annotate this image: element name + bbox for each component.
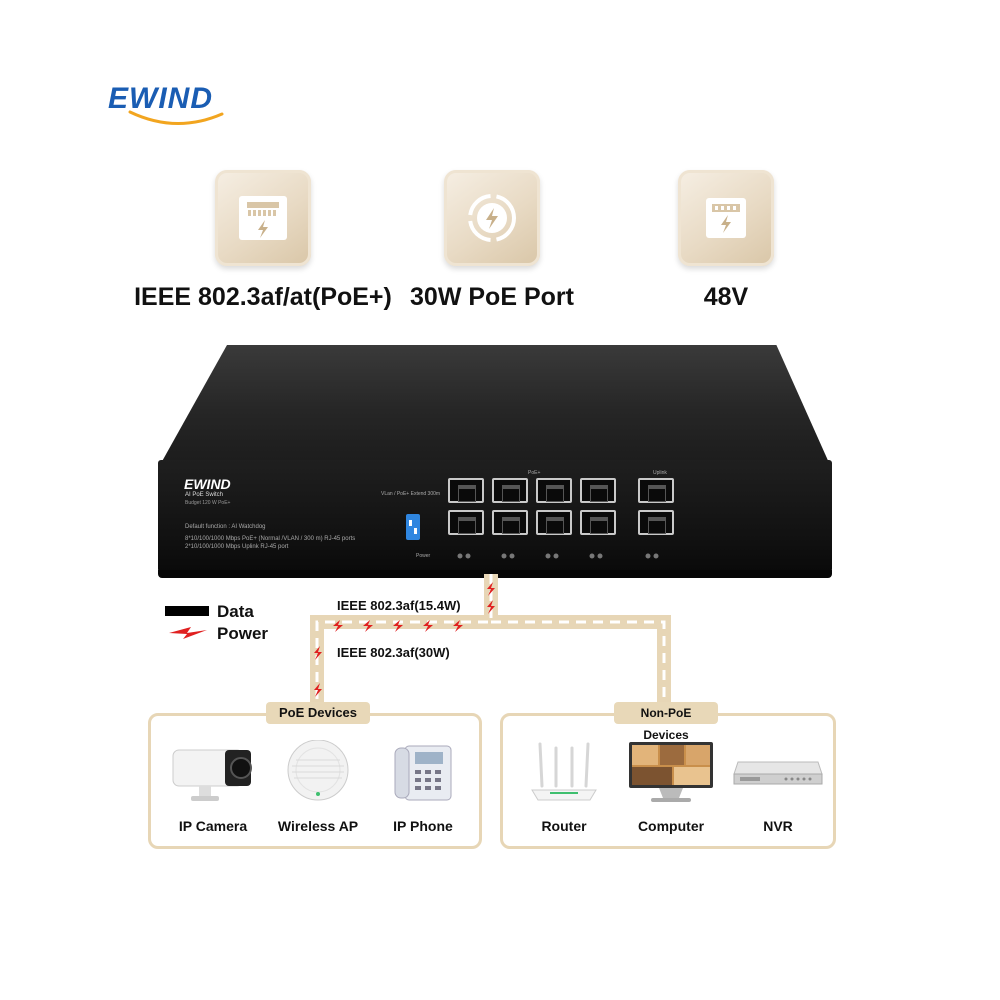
nvr-icon [733,761,823,785]
switch-spec-line: 2*10/100/1000 Mbps Uplink RJ-45 port [185,544,289,550]
poe-port[interactable] [536,478,572,503]
poe-port[interactable] [492,510,528,535]
switch-budget: Budget 120 W PoE+ [185,500,231,506]
legend-power-bolt-icon [169,627,207,639]
feature-label: 48V [703,283,749,311]
device-wireless-ap: Wireless AP [263,740,373,840]
standard-label-15w: IEEE 802.3af(15.4W) [337,598,461,613]
nonpoe-devices-title: Non-PoE Devices [614,702,718,742]
poe-devices-title: PoE Devices [266,702,370,724]
power-bolt-circle-icon [468,194,516,242]
device-ip-camera: IP Camera [158,740,268,840]
poe-port[interactable] [492,478,528,503]
poe-group-label: PoE+ [528,470,541,476]
poe-port[interactable] [580,478,616,503]
poe-switch: EWIND AI PoE Switch Budget 120 W PoE+ De… [150,345,840,585]
device-label: NVR [763,818,793,834]
router-icon [531,742,597,801]
power-port-icon [706,198,746,238]
legend-data-label: Data [217,602,254,621]
feature-tile [678,170,774,266]
brand-logo-text: EWIND [108,82,213,115]
feature-tile [215,170,311,266]
ip-camera-icon [172,749,252,801]
poe-port[interactable] [448,510,484,535]
switch-function: Default function : AI Watchdog [185,524,266,530]
brand-logo: EWIND [108,82,232,132]
feature-label: IEEE 802.3af/at(PoE+) [134,283,392,311]
device-label: Router [541,818,587,834]
port-status-leds [457,553,659,559]
rj45-power-port-icon [239,196,287,240]
logo-swoosh-icon [128,110,224,125]
uplink-port[interactable] [638,478,674,503]
poe-port[interactable] [536,510,572,535]
uplink-port[interactable] [638,510,674,535]
legend-power-label: Power [217,624,269,643]
switch-spec-line: 8*10/100/1000 Mbps PoE+ (Normal /VLAN / … [185,536,356,542]
device-ip-phone: IP Phone [368,740,478,840]
device-label: Wireless AP [277,818,359,834]
dip-switch-label: VLan / PoE+ Extend 300m [381,491,441,497]
switch-subtitle: AI PoE Switch [185,492,224,498]
device-label: IP Phone [393,818,453,834]
device-label: Computer [637,818,705,834]
power-led-label: Power [416,553,431,559]
computer-icon [629,742,713,802]
legend-data-line [165,606,209,616]
feature-tile [444,170,540,266]
switch-logo: EWIND [184,476,231,492]
device-router: Router [509,740,619,840]
dip-switch[interactable] [406,514,420,540]
poe-port[interactable] [448,478,484,503]
standard-label-30w: IEEE 802.3af(30W) [337,645,450,660]
device-nvr: NVR [723,740,833,840]
feature-label: 30W PoE Port [410,283,574,311]
poe-port[interactable] [580,510,616,535]
wireless-ap-icon [287,740,349,801]
switch-top-panel [160,345,830,465]
device-computer: Computer [616,740,726,840]
device-label: IP Camera [178,818,248,834]
uplink-group-label: Uplink [653,470,667,476]
ip-phone-icon [394,745,452,801]
